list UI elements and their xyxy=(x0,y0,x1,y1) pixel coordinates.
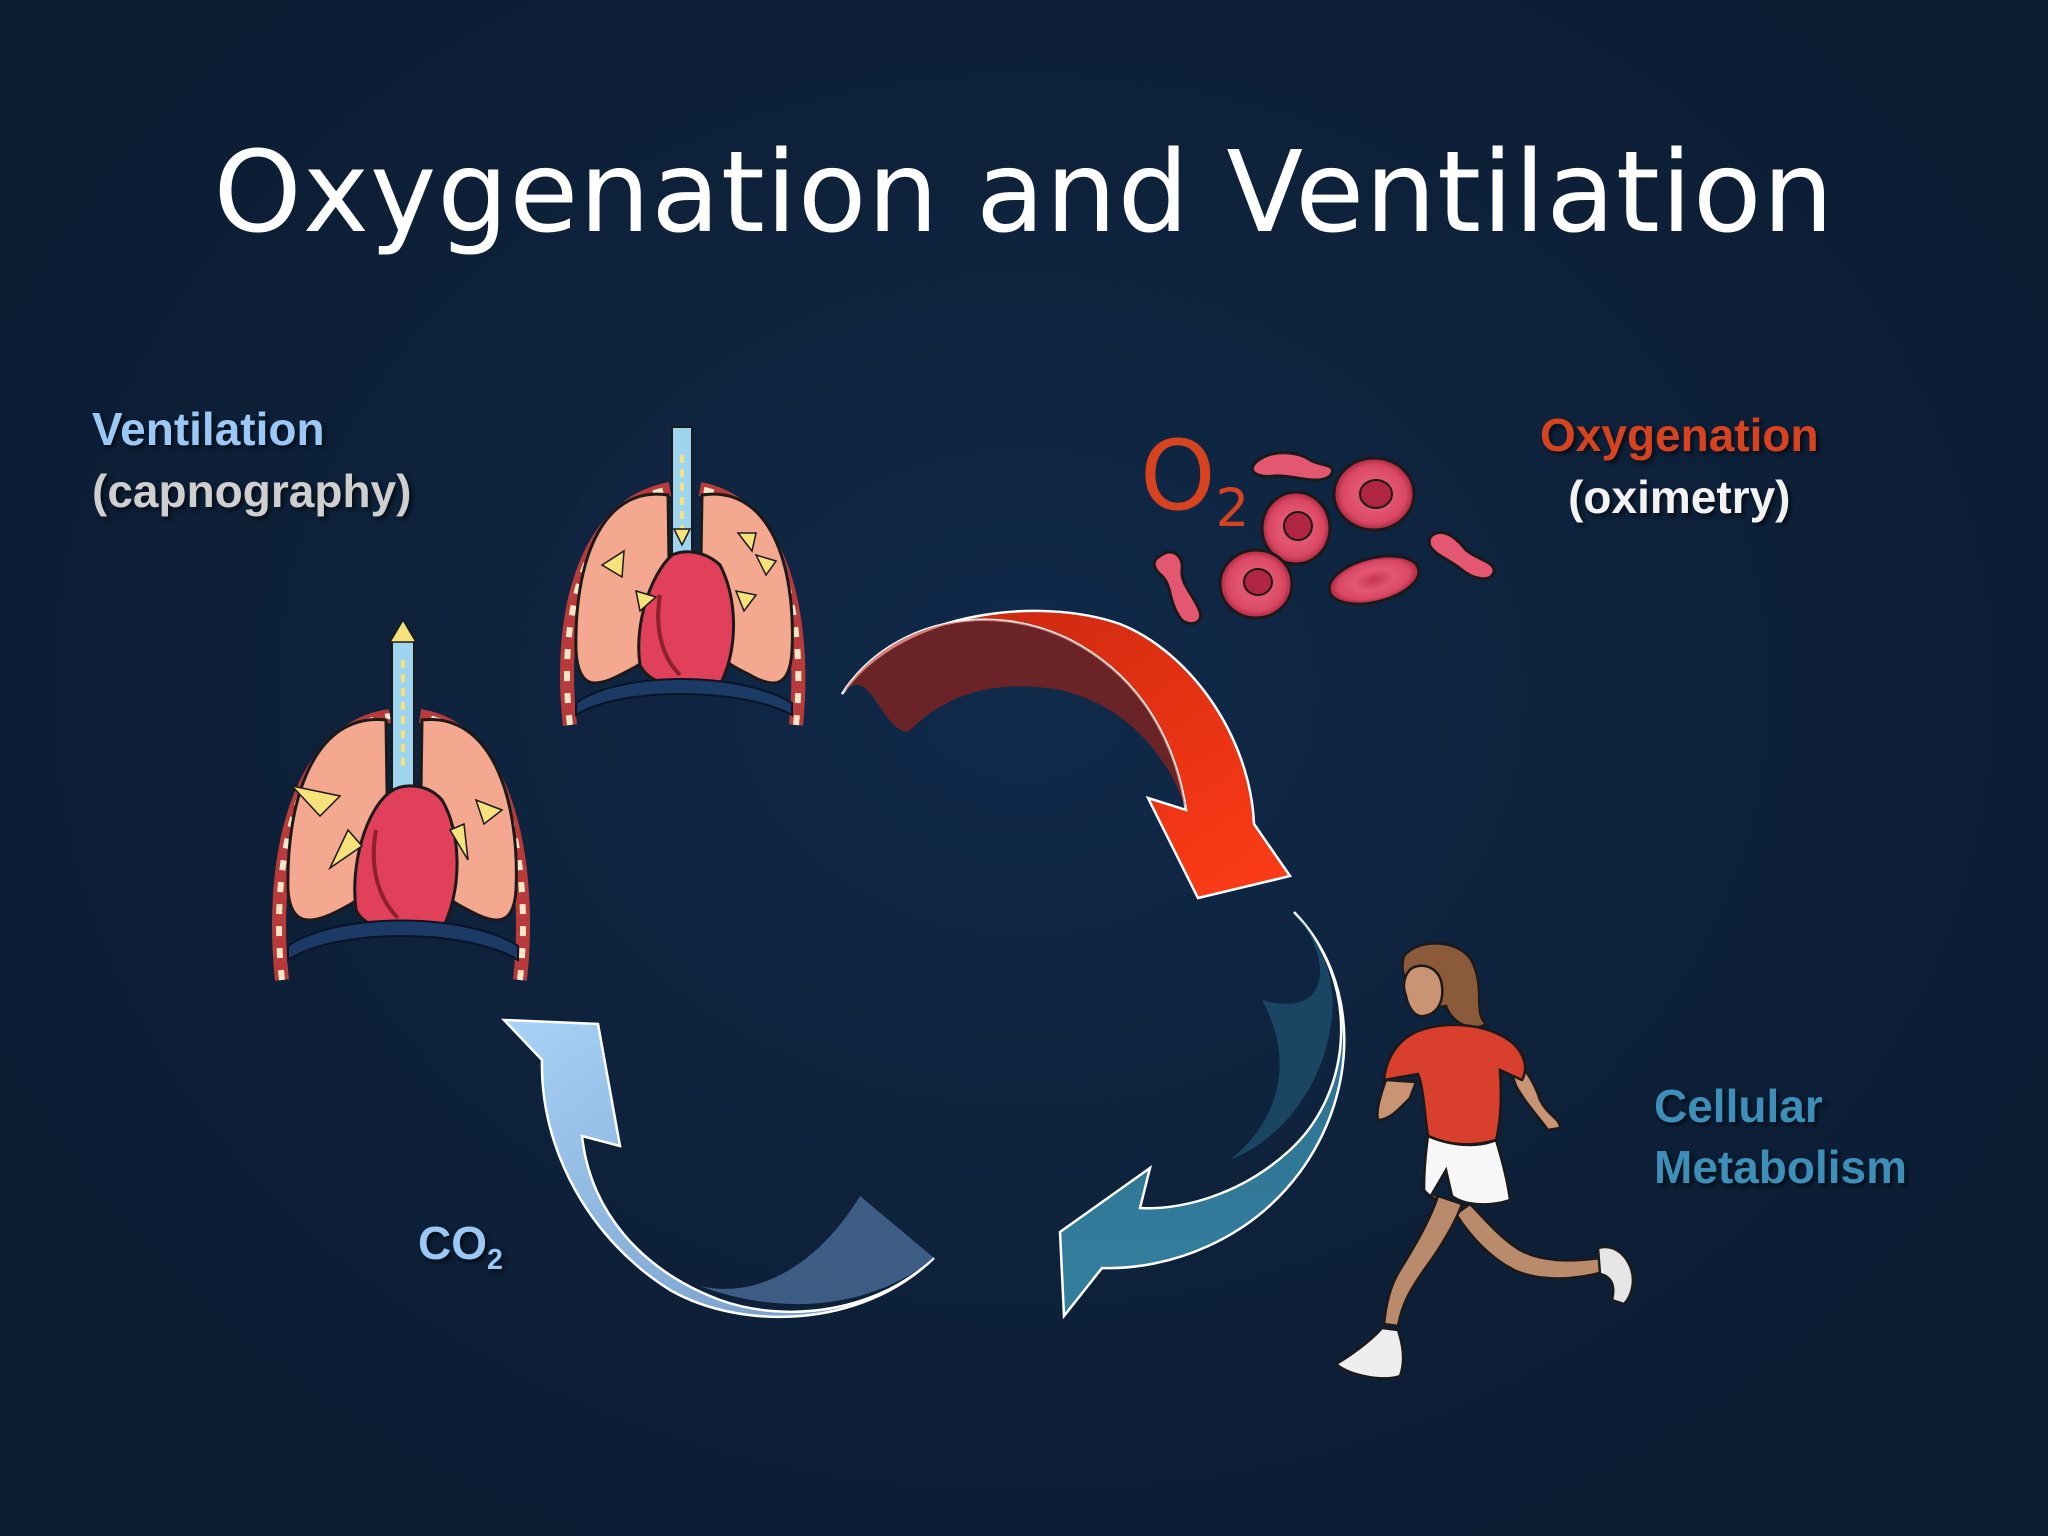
slide-title: Oxygenation and Ventilation xyxy=(213,128,1835,258)
oxygenation-label: Oxygenation (oximetry) xyxy=(1540,404,1819,528)
cellular-line: Cellular xyxy=(1654,1080,1823,1132)
capnography-subheading: (capnography) xyxy=(92,465,412,517)
oxygen-delivery-arrow xyxy=(840,609,1293,900)
o2-subscript: 2 xyxy=(1215,477,1250,539)
metabolism-line: Metabolism xyxy=(1654,1141,1908,1193)
o2-label: O2 xyxy=(1140,420,1249,539)
oxygenation-heading: Oxygenation xyxy=(1540,409,1819,461)
o2-main: O xyxy=(1140,420,1216,532)
red-blood-cells-icon xyxy=(1152,451,1496,626)
cellular-metabolism-label: Cellular Metabolism xyxy=(1654,1076,1907,1198)
lungs-heart-icon xyxy=(559,426,806,726)
oximetry-subheading: (oximetry) xyxy=(1568,471,1791,523)
ventilation-label: Ventilation (capnography) xyxy=(92,398,411,522)
runner-icon xyxy=(1333,942,1635,1380)
co2-main: CO xyxy=(418,1217,487,1269)
co2-label: CO2 xyxy=(418,1216,503,1277)
co2-subscript: 2 xyxy=(487,1244,503,1277)
co2-return-arrow xyxy=(500,1018,935,1319)
metabolism-arrow xyxy=(1058,911,1346,1320)
ventilation-heading: Ventilation xyxy=(92,403,325,455)
lungs-heart-exhale-icon xyxy=(272,618,531,981)
